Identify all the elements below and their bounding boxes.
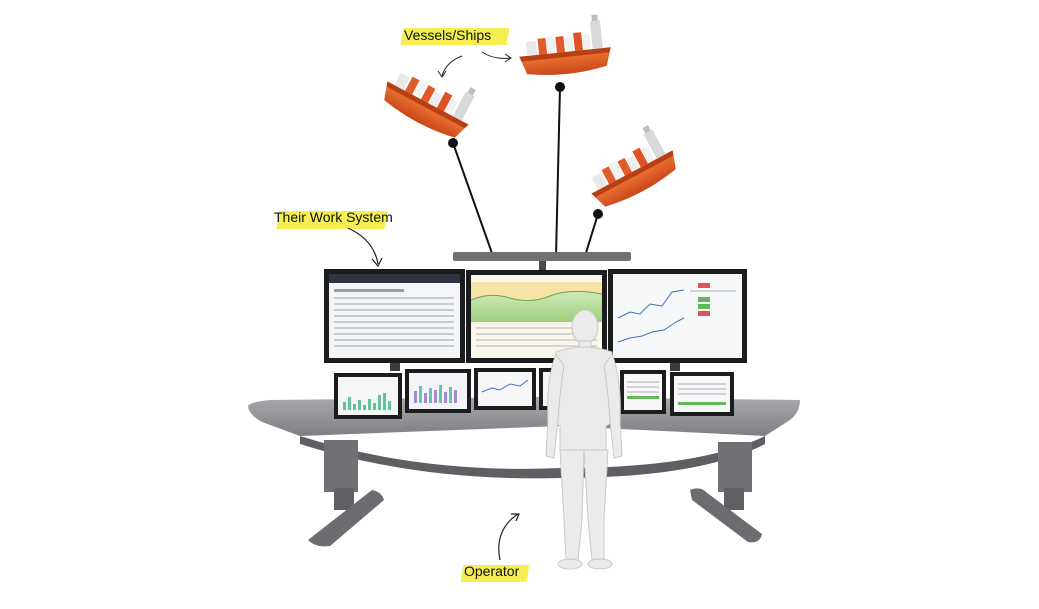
operator-figure: [545, 309, 623, 570]
tablet-3: [474, 368, 536, 410]
cargo-ship-icon: [377, 51, 485, 145]
arrow-icon: [347, 227, 379, 265]
tablet-1: [334, 373, 402, 419]
monitor-center: [466, 270, 607, 363]
arrow-icon: [441, 55, 463, 77]
monitor-right: [608, 269, 747, 371]
tablet-5: [620, 370, 666, 414]
work-system-label: Their Work System: [274, 209, 393, 225]
operator-label: Operator: [464, 563, 520, 579]
monitor-left: [324, 269, 465, 371]
tablet-6: [670, 372, 734, 416]
tablet-2: [405, 369, 471, 413]
cargo-ship-icon: [575, 120, 683, 214]
arrow-icon: [481, 51, 511, 59]
arrow-icon: [498, 513, 519, 561]
vessels-label: Vessels/Ships: [404, 27, 492, 43]
cargo-ship-icon: [515, 13, 614, 79]
